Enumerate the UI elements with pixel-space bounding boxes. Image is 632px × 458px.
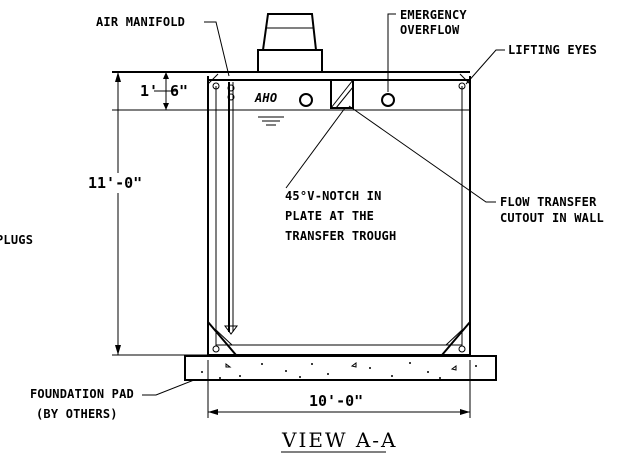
flow-transfer-label-line2: CUTOUT IN WALL bbox=[500, 211, 604, 225]
view-title: VIEW A-A bbox=[281, 428, 398, 452]
foundation-pad bbox=[184, 355, 497, 381]
lifting-eye-top-left bbox=[212, 82, 220, 90]
blower-housing bbox=[257, 13, 323, 73]
lifting-eyes-label: LIFTING EYES bbox=[508, 43, 597, 57]
plugs-label: PLUGS bbox=[0, 233, 33, 247]
emergency-overflow-leader bbox=[387, 13, 396, 92]
transfer-trough-cutout bbox=[330, 79, 354, 109]
width-dimension-text: 10'-0" bbox=[309, 392, 363, 410]
foundation-pad-label-line1: FOUNDATION PAD bbox=[30, 387, 134, 401]
foundation-pad-label-line2: (BY OTHERS) bbox=[36, 407, 118, 421]
vnotch-label-line1: 45°V-NOTCH IN bbox=[285, 189, 382, 203]
emergency-overflow-label-line2: OVERFLOW bbox=[400, 23, 460, 37]
manufacturer-logo: AHO bbox=[254, 91, 277, 105]
air-manifold-label: AIR MANIFOLD bbox=[96, 15, 185, 29]
vnotch-leader bbox=[285, 107, 346, 189]
width-dimension bbox=[207, 360, 471, 418]
vnotch-label-line2: PLATE AT THE bbox=[285, 209, 374, 223]
lifting-eye-bottom-left bbox=[212, 345, 220, 353]
emergency-overflow-opening bbox=[381, 93, 395, 107]
air-manifold-leader bbox=[204, 21, 230, 77]
water-depth-inches: 6" bbox=[170, 82, 188, 100]
water-depth-dimension bbox=[154, 72, 178, 110]
pipe-opening-left bbox=[299, 93, 313, 107]
foundation-pad-leader bbox=[142, 379, 195, 396]
lifting-eyes-leader bbox=[465, 49, 505, 85]
lifting-eye-top-right bbox=[458, 82, 466, 90]
height-dimension bbox=[84, 72, 208, 356]
emergency-overflow-label-line1: EMERGENCY bbox=[400, 8, 467, 22]
air-manifold-pipe bbox=[224, 82, 238, 335]
lifting-eye-bottom-right bbox=[458, 345, 466, 353]
vnotch-label-line3: TRANSFER TROUGH bbox=[285, 229, 396, 243]
water-level bbox=[112, 109, 470, 126]
flow-transfer-label-line1: FLOW TRANSFER bbox=[500, 195, 597, 209]
water-depth-feet: 1' bbox=[140, 82, 158, 100]
flow-transfer-leader bbox=[348, 105, 496, 203]
height-dimension-text: 11'-0" bbox=[88, 174, 142, 192]
